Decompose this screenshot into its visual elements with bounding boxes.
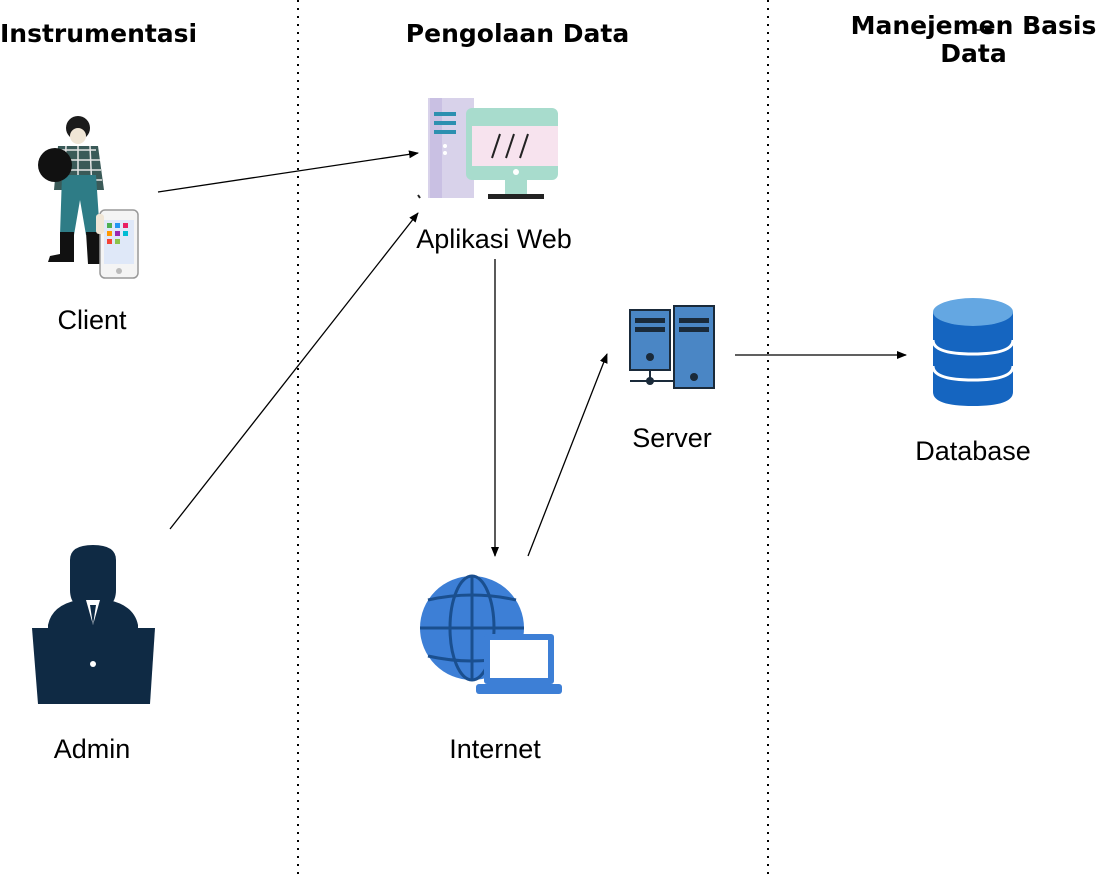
web-app-label: Aplikasi Web: [416, 224, 572, 254]
internet-icon[interactable]: [420, 574, 562, 694]
column-title-line-2: Data: [940, 39, 1007, 68]
admin-icon[interactable]: [32, 545, 155, 704]
web-app-icon[interactable]: [417, 98, 558, 199]
internet-label: Internet: [449, 734, 541, 764]
arrow-client-to-webapp: [157, 150, 419, 193]
server-label: Server: [632, 423, 712, 453]
database-label: Database: [915, 436, 1031, 466]
column-title-pengolaan-data: Pengolaan Data: [405, 19, 630, 48]
column-title-line-1: Manejemen Basis: [850, 11, 1097, 40]
arrow-admin-to-webapp: [169, 212, 419, 530]
column-title-instrumentasi: Instrumentasi: [0, 19, 198, 48]
client-icon[interactable]: [38, 116, 139, 279]
arrow-internet-to-server: [527, 353, 608, 557]
admin-label: Admin: [53, 734, 131, 764]
server-icon[interactable]: [629, 305, 715, 389]
database-icon[interactable]: [931, 298, 1015, 406]
client-label: Client: [57, 305, 127, 335]
column-title-manajemen-basis-data: Manejemen Basis Data: [846, 12, 1101, 68]
